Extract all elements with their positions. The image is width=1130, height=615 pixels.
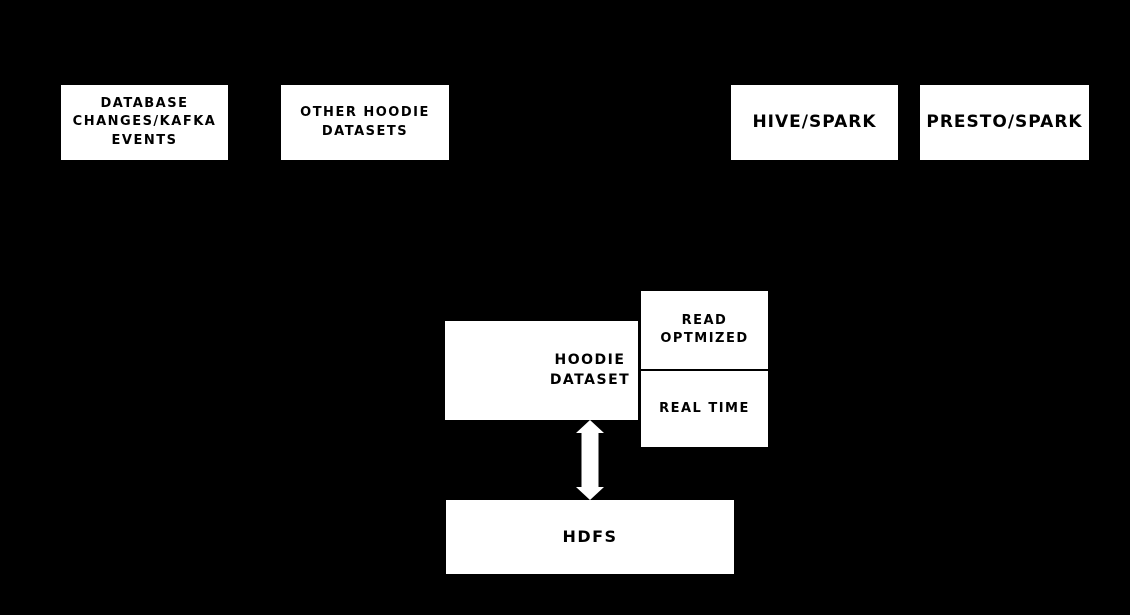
node-database-changes: DATABASE CHANGES/KAFKA EVENTS	[61, 85, 228, 160]
node-real-time-label: REAL TIME	[659, 400, 750, 416]
node-presto-spark-label: PRESTO/SPARK	[926, 111, 1083, 132]
node-hdfs-label: HDFS	[562, 526, 618, 546]
node-other-hoodie-datasets: OTHER HOODIE DATASETS	[281, 85, 449, 160]
node-database-changes-label: DATABASE CHANGES/KAFKA EVENTS	[72, 96, 217, 148]
bidirectional-arrow-shape	[576, 420, 604, 500]
node-hdfs: HDFS	[446, 500, 734, 574]
bidirectional-arrow-icon	[576, 420, 604, 500]
node-read-optmized: READ OPTMIZED	[641, 291, 768, 369]
node-read-optmized-label: READ OPTMIZED	[660, 312, 749, 346]
node-hive-spark-label: HIVE/SPARK	[752, 111, 877, 132]
node-hive-spark: HIVE/SPARK	[731, 85, 898, 160]
node-presto-spark: PRESTO/SPARK	[920, 85, 1089, 160]
node-real-time: REAL TIME	[641, 371, 768, 447]
node-other-hoodie-datasets-label: OTHER HOODIE DATASETS	[300, 105, 430, 139]
node-hoodie-dataset: HOODIE DATASET	[445, 321, 638, 420]
node-hoodie-dataset-label: HOODIE DATASET	[549, 351, 631, 388]
